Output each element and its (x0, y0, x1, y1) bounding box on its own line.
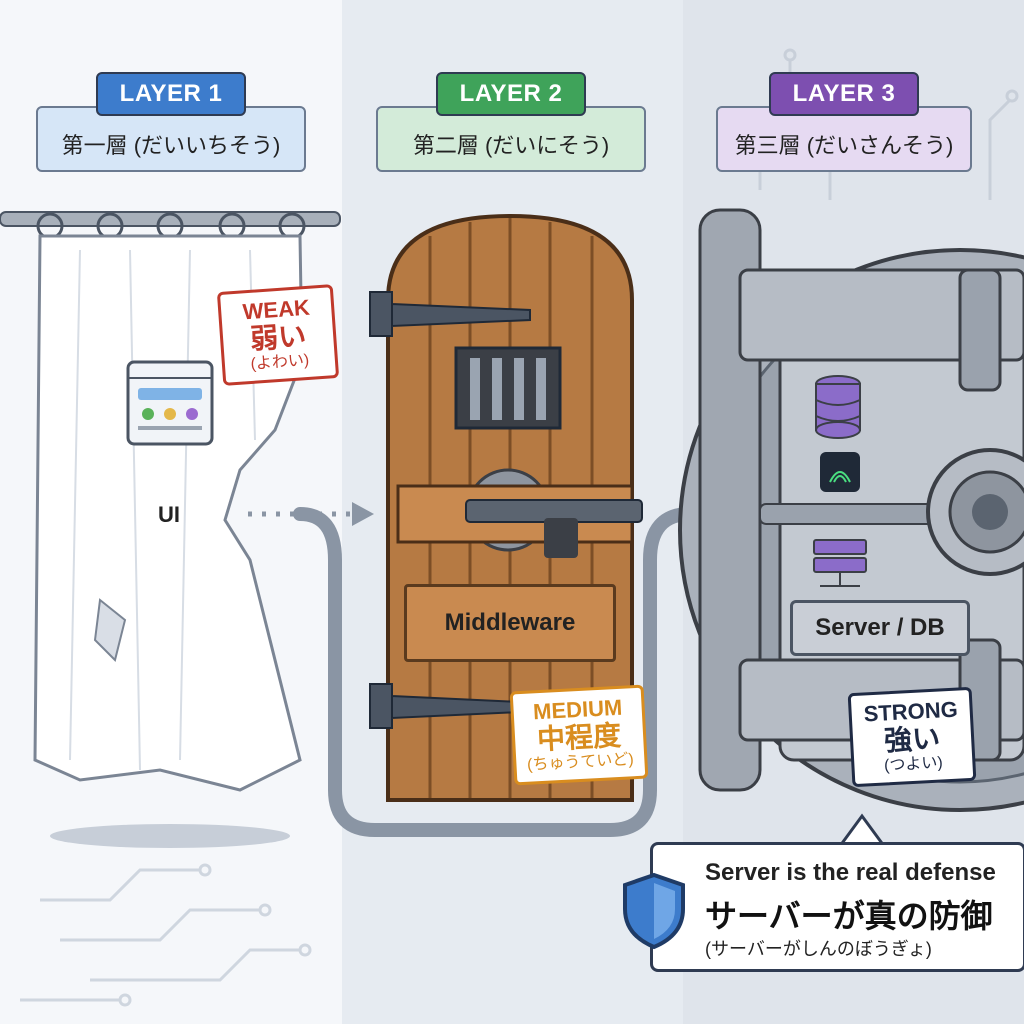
fingerprint-icon (820, 452, 860, 492)
server-db-label: Server / DB (790, 600, 970, 656)
shield-icon (623, 872, 685, 950)
server-rack-icon (813, 539, 867, 587)
callout-box: Server is the real defense サーバーが真の防御 (サー… (623, 842, 1024, 972)
layer-1-header: LAYER 1 第一層 (だいいちそう) (36, 72, 306, 172)
database-icon (815, 375, 861, 439)
layer-3-subtitle: 第三層 (だいさんそう) (716, 106, 972, 172)
layer-1-title: LAYER 1 (95, 72, 247, 116)
curtain-shadow (50, 824, 290, 848)
callout-kana: (サーバーがしんのぼうぎょ) (705, 939, 932, 959)
circuit-lines-bottom (20, 863, 312, 1007)
weak-tag: WEAK 弱い (よわい) (216, 284, 340, 386)
callout-jp: サーバーが真の防御 (705, 898, 993, 934)
medium-tag: MEDIUM 中程度 (ちゅうていど) (509, 684, 649, 786)
callout-en: Server is the real defense (705, 859, 996, 886)
curtain-hole (93, 598, 127, 662)
ui-label: UI (158, 502, 180, 527)
browser-window-icon (126, 360, 214, 446)
curtain-rod (0, 211, 341, 227)
layer-3-header: LAYER 3 第三層 (だいさんそう) (716, 72, 972, 172)
layer-2-header: LAYER 2 第二層 (だいにそう) (376, 72, 646, 172)
layer-3-title: LAYER 3 (768, 72, 920, 116)
middleware-label: Middleware (404, 584, 616, 662)
strong-tag: STRONG 強い (つよい) (847, 686, 977, 788)
layer-2-title: LAYER 2 (435, 72, 587, 116)
